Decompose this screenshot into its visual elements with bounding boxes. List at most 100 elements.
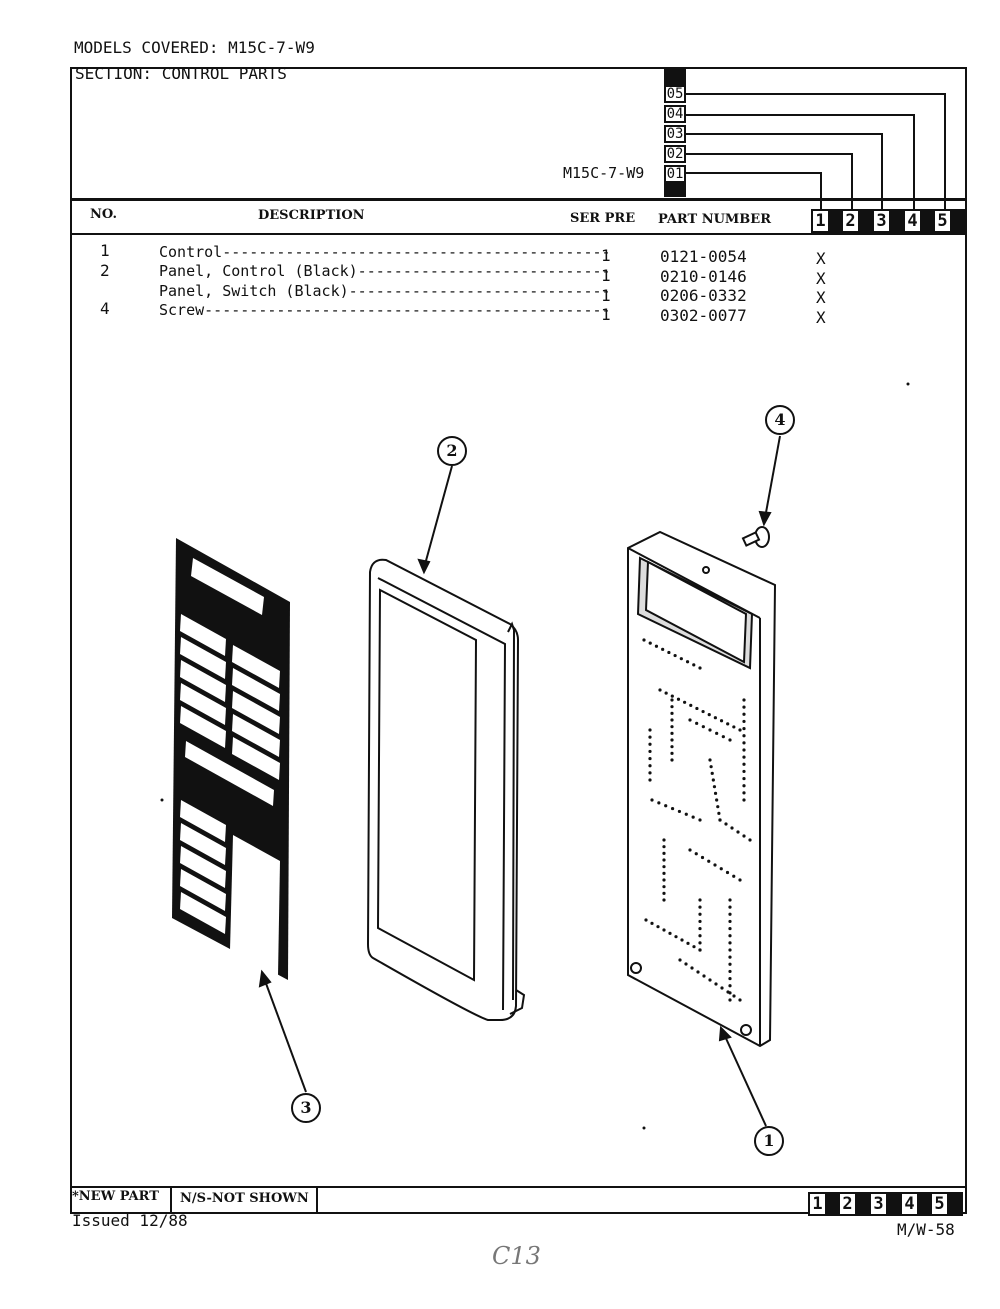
circuit-dot [648, 735, 652, 739]
row-no: 2 [100, 261, 110, 280]
footer-model-5: 5 [930, 1192, 949, 1216]
circuit-dot [742, 791, 746, 795]
row-qty: 1 [601, 266, 611, 285]
models-covered: MODELS COVERED: M15C-7-W9 [74, 38, 315, 57]
row-model-mark: X [816, 249, 826, 268]
circuit-dot [742, 705, 746, 709]
circuit-dot [662, 858, 666, 862]
circuit-dot [728, 948, 732, 952]
circuit-dot [728, 926, 732, 931]
footer-model-1: 1 [808, 1192, 827, 1216]
circuit-dot [698, 919, 702, 924]
footer-sep [316, 1186, 318, 1214]
circuit-dot [717, 811, 721, 815]
circuit-dot [726, 990, 730, 994]
page-frame [70, 67, 967, 1214]
circuit-dot [642, 638, 646, 642]
footer-model-sep [949, 1192, 963, 1216]
legend-not-shown: N/S-NOT SHOWN [180, 1191, 309, 1206]
circuit-dot [668, 931, 672, 935]
circuit-dot [662, 885, 666, 889]
circuit-dot [670, 718, 674, 722]
circuit-dot [661, 647, 665, 651]
circuit-dot [698, 818, 702, 822]
circuit-dot [742, 776, 746, 781]
row-qty: 1 [601, 286, 611, 305]
section-title: SECTION: CONTROL PARTS [75, 64, 287, 83]
circuit-dot [738, 878, 742, 882]
circuit-dot [742, 755, 746, 759]
screw-illustration [741, 526, 770, 548]
circuit-dot [708, 978, 712, 982]
circuit-dot [695, 721, 699, 725]
footer-model-sep [827, 1192, 838, 1216]
circuit-dot [662, 878, 666, 882]
callout-1: 1 [754, 1126, 784, 1156]
circuit-dot [650, 798, 654, 802]
circuit-dot [662, 898, 666, 902]
circuit-dot [684, 962, 688, 966]
circuit-dot [648, 756, 652, 761]
callout-3: 3 [291, 1093, 321, 1123]
circuit-dot [725, 870, 730, 875]
col-model-sep [830, 209, 841, 233]
circuit-dot [720, 986, 724, 990]
circuit-dot [670, 694, 674, 698]
circuit-dot [648, 764, 652, 768]
circuit-dot [662, 838, 666, 842]
leader-lines [258, 435, 781, 1127]
circuit-dot [730, 826, 734, 830]
circuit-dot [728, 984, 732, 988]
row-desc: Panel, Control (Black)------------------… [159, 262, 611, 280]
circuit-dot [686, 941, 690, 945]
handwritten-mark: C13 [492, 1242, 541, 1270]
row-desc: Screw-----------------------------------… [159, 301, 611, 319]
column-header-divider [70, 233, 967, 235]
circuit-dot [680, 938, 684, 942]
circuit-dot [728, 998, 732, 1002]
circuit-dot [742, 762, 746, 766]
circuit-dot [724, 822, 728, 826]
col-description: DESCRIPTION [258, 208, 365, 223]
model-ladder-base [664, 183, 686, 197]
circuit-dot [692, 945, 696, 949]
circuit-dot [742, 784, 746, 788]
circuit-dot [698, 934, 702, 938]
circuit-dot [715, 798, 719, 802]
circuit-dot [742, 712, 746, 716]
footer-model-2: 2 [838, 1192, 857, 1216]
circuit-dot [662, 871, 666, 875]
circuit-dot [732, 994, 736, 998]
circuit-dot [690, 966, 694, 970]
circuit-dot [738, 728, 742, 732]
circuit-dot [728, 976, 732, 981]
row-part-number: 0206-0332 [660, 286, 747, 305]
circuit-dot [709, 765, 713, 769]
row-qty: 1 [601, 246, 611, 265]
circuit-dot [662, 865, 666, 869]
circuit-dot [728, 898, 732, 902]
circuit-dot [732, 725, 736, 729]
circuit-dot [670, 711, 674, 715]
footer-model-sep [919, 1192, 930, 1216]
header-divider [70, 198, 967, 201]
model-code-03: 03 [664, 125, 686, 143]
col-model-4: 4 [903, 209, 922, 233]
row-part-number: 0210-0146 [660, 267, 747, 286]
circuit-dot [688, 718, 692, 722]
row-part-number: 0121-0054 [660, 247, 747, 266]
circuit-dot [713, 791, 718, 795]
circuit-dot [716, 805, 720, 809]
circuit-dot [719, 867, 723, 871]
row-part-number: 0302-0077 [660, 306, 747, 325]
circuit-dot [707, 713, 711, 717]
circuit-dot [670, 725, 674, 729]
switch-panel-illustration [172, 538, 290, 980]
circuit-dot [650, 921, 654, 925]
row-model-mark: X [816, 269, 826, 288]
row-no: 1 [100, 241, 110, 260]
footer-model-3: 3 [869, 1192, 888, 1216]
circuit-dot [648, 778, 652, 782]
circuit-dot [713, 863, 717, 867]
